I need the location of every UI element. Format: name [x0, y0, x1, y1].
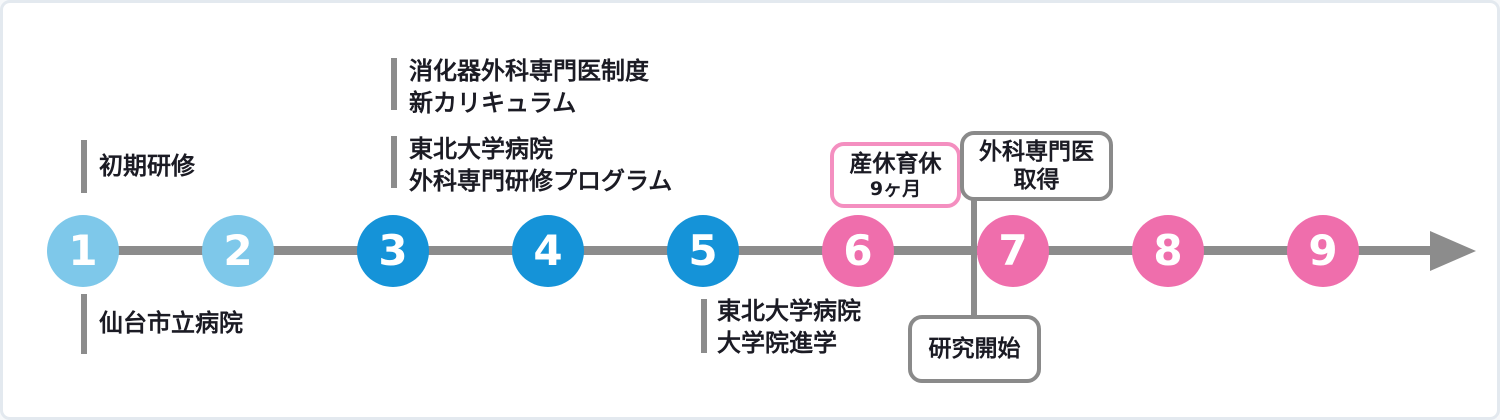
maternity-leave-box: 産休育休 9ヶ月	[830, 142, 961, 208]
label-new-curriculum: 消化器外科専門医制度 新カリキュラム	[409, 55, 649, 119]
timeline-step-5: 5	[667, 215, 739, 287]
tick-residency	[81, 140, 87, 193]
timeline-arrow-head-icon	[1430, 231, 1476, 271]
label-line: 初期研修	[99, 152, 195, 180]
label-residency: 初期研修	[99, 150, 195, 182]
box-line: 取得	[1013, 167, 1060, 193]
label-grad-school: 東北大学病院 大学院進学	[717, 295, 861, 359]
label-surgery-program: 東北大学病院 外科専門研修プログラム	[409, 133, 672, 197]
timeline-step-9: 9	[1287, 215, 1359, 287]
timeline-step-6: 6	[822, 215, 894, 287]
board-certification-box: 外科専門医 取得	[960, 131, 1113, 201]
label-line: 消化器外科専門医制度	[409, 57, 649, 85]
timeline-step-8: 8	[1132, 215, 1204, 287]
timeline-step-1: 1	[47, 215, 119, 287]
tick-surgery-program	[391, 136, 397, 188]
label-line: 東北大学病院	[409, 135, 553, 163]
tick-grad-school	[701, 299, 707, 353]
label-sendai-hospital: 仙台市立病院	[99, 307, 243, 339]
timeline-axis	[81, 246, 1433, 255]
timeline-step-7: 7	[977, 215, 1049, 287]
label-line: 仙台市立病院	[99, 309, 243, 337]
box-line: 産休育休	[849, 150, 942, 177]
label-line: 大学院進学	[717, 329, 837, 357]
timeline-step-2: 2	[202, 215, 274, 287]
label-line: 新カリキュラム	[409, 89, 577, 117]
connector-line	[971, 199, 977, 317]
box-line: 研究開始	[928, 336, 1021, 362]
tick-sendai-hospital	[81, 294, 87, 354]
label-line: 東北大学病院	[717, 297, 861, 325]
tick-new-curriculum	[391, 58, 397, 110]
timeline-step-4: 4	[512, 215, 584, 287]
label-line: 外科専門研修プログラム	[409, 167, 673, 195]
research-start-box: 研究開始	[908, 315, 1041, 383]
timeline-step-3: 3	[357, 215, 429, 287]
box-line: 外科専門医	[979, 139, 1094, 165]
box-line: 9ヶ月	[869, 177, 922, 200]
